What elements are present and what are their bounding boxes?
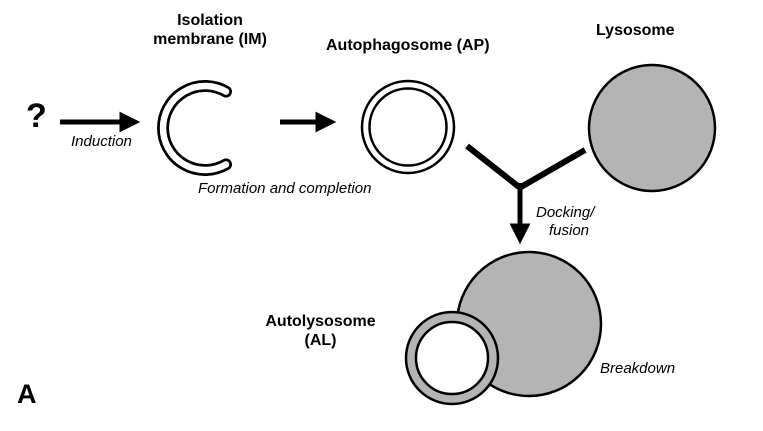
autolysosome-title-line2: (AL) <box>304 332 337 350</box>
isolation-membrane-title-line1: Isolation <box>177 12 243 29</box>
isolation-membrane-shape <box>157 80 232 176</box>
precursor-question-mark: ? <box>26 97 47 135</box>
panel-letter: A <box>17 379 37 409</box>
autophagosome-shape <box>360 79 456 175</box>
formation-label: Formation and completion <box>198 180 372 197</box>
autolysosome-title: Autolysosome (AL) <box>248 312 393 350</box>
fusion-junction-icon <box>465 143 587 245</box>
autolysosome-title-line1: Autolysosome <box>265 313 376 330</box>
breakdown-label: Breakdown <box>600 360 676 377</box>
docking-fusion-label-line2: fusion <box>549 222 590 239</box>
induction-label: Induction <box>71 133 132 150</box>
autophagosome-title: Autophagosome (AP) <box>326 37 490 54</box>
isolation-membrane-title: Isolation membrane (IM) <box>130 11 290 49</box>
autolysosome-shape <box>404 250 603 406</box>
lysosome-shape <box>587 63 717 193</box>
docking-fusion-label-line1: Docking/ <box>536 204 595 221</box>
lysosome-title: Lysosome <box>596 22 675 39</box>
isolation-membrane-title-line2: membrane (IM) <box>153 31 267 49</box>
